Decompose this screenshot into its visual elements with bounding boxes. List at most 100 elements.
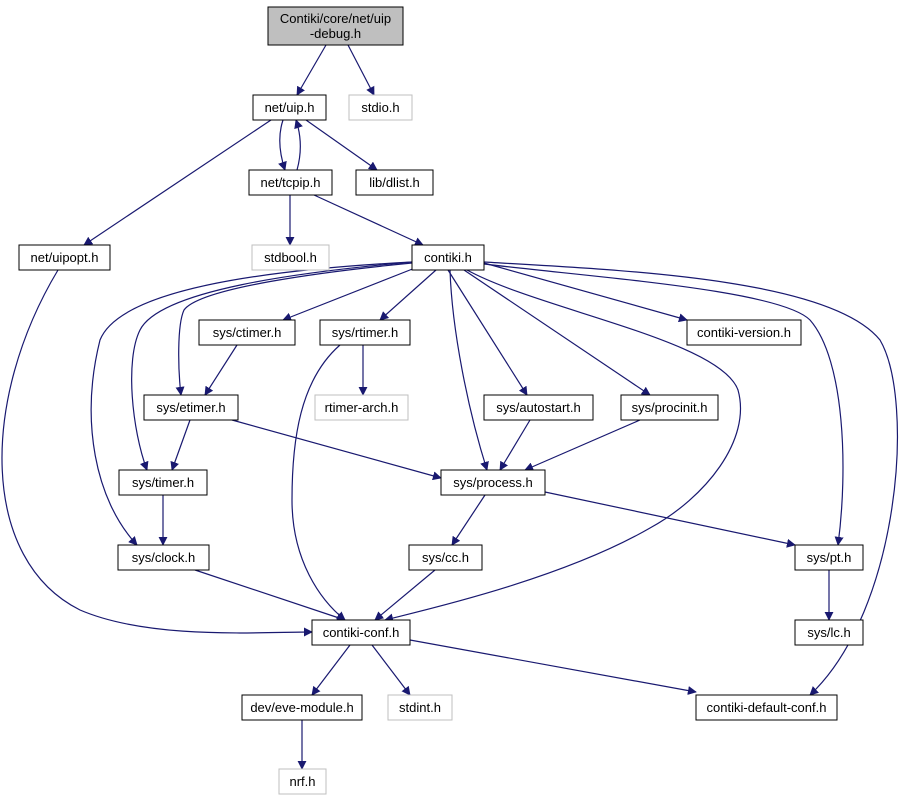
node-label: net/uipopt.h (31, 250, 99, 265)
edge-contiki-to-clock (90, 261, 413, 546)
node-label: contiki-version.h (697, 325, 791, 340)
node-label: sys/pt.h (807, 550, 852, 565)
node-label: net/uip.h (265, 100, 315, 115)
node-uipopt[interactable]: net/uipopt.h (18, 244, 111, 271)
node-box (686, 319, 802, 346)
node-box (278, 768, 327, 795)
node-label: dev/eve-module.h (250, 700, 353, 715)
node-box (314, 394, 409, 421)
edge-contiki-to-timer (131, 261, 413, 471)
edge-uip_debug-to-stdio (347, 44, 375, 96)
node-box (117, 544, 210, 571)
node-box (198, 319, 296, 346)
node-label: sys/rtimer.h (332, 325, 398, 340)
node-label: sys/lc.h (807, 625, 850, 640)
node-label: sys/timer.h (132, 475, 194, 490)
node-box (311, 619, 411, 646)
edge-contiki-to-rtimer (379, 269, 437, 321)
node-version[interactable]: contiki-version.h (686, 319, 802, 346)
node-pt[interactable]: sys/pt.h (794, 544, 864, 571)
node-label: sys/etimer.h (156, 400, 225, 415)
node-box (794, 544, 864, 571)
edge-rtimer-to-conf (291, 344, 346, 621)
node-box (483, 394, 594, 421)
edge-contiki-to-conf (384, 269, 742, 623)
dependency-nodes: Contiki/core/net/uip-debug.h net/uip.h std… (18, 6, 864, 795)
node-box (319, 319, 411, 346)
node-clock[interactable]: sys/clock.h (117, 544, 210, 571)
node-label: stdint.h (399, 700, 441, 715)
edge-uip_debug-to-uip (296, 44, 327, 96)
node-label: contiki.h (424, 250, 472, 265)
node-cc[interactable]: sys/cc.h (408, 544, 483, 571)
node-eve[interactable]: dev/eve-module.h (241, 694, 363, 721)
edge-contiki-to-etimer (175, 262, 413, 396)
node-uip[interactable]: net/uip.h (252, 94, 327, 121)
node-dlist[interactable]: lib/dlist.h (355, 169, 434, 196)
node-label: nrf.h (289, 774, 315, 789)
edge-cc-to-conf (374, 569, 436, 621)
node-box (248, 169, 333, 196)
edge-autostart-to-process (499, 419, 531, 471)
edge-conf-to-stdint (371, 644, 411, 696)
node-process[interactable]: sys/process.h (440, 469, 546, 496)
node-box (387, 694, 453, 721)
edge-conf-to-eve (311, 644, 351, 696)
node-rtimer-arch[interactable]: rtimer-arch.h (314, 394, 409, 421)
node-contiki[interactable]: contiki.h (411, 244, 485, 271)
edge-contiki-to-ctimer (282, 267, 416, 322)
node-tcpip[interactable]: net/tcpip.h (248, 169, 333, 196)
node-box (620, 394, 719, 421)
node-box (241, 694, 363, 721)
node-stdbool[interactable]: stdbool.h (251, 244, 330, 271)
edge-tcpip-to-contiki (313, 194, 424, 246)
node-box (440, 469, 546, 496)
edge-clock-to-conf (194, 569, 346, 622)
node-box (118, 469, 208, 496)
node-timer[interactable]: sys/timer.h (118, 469, 208, 496)
node-box (252, 94, 327, 121)
node-uip-debug[interactable]: Contiki/core/net/uip-debug.h (267, 6, 404, 46)
edge-ctimer-to-etimer (204, 344, 238, 396)
edge-contiki-to-default_conf (483, 261, 899, 696)
node-box (18, 244, 111, 271)
node-label: -debug.h (310, 26, 361, 41)
node-autostart[interactable]: sys/autostart.h (483, 394, 594, 421)
node-rtimer[interactable]: sys/rtimer.h (319, 319, 411, 346)
node-label: Contiki/core/net/uip (280, 11, 391, 26)
edge-uipopt-to-conf (1, 269, 313, 637)
edge-process-to-pt (544, 491, 796, 548)
edge-contiki-to-autostart (447, 269, 528, 396)
node-procinit[interactable]: sys/procinit.h (620, 394, 719, 421)
node-label: sys/clock.h (132, 550, 196, 565)
node-ctimer[interactable]: sys/ctimer.h (198, 319, 296, 346)
node-label: sys/procinit.h (632, 400, 708, 415)
dependency-edges (1, 44, 899, 770)
node-label: sys/process.h (453, 475, 532, 490)
node-nrf[interactable]: nrf.h (278, 768, 327, 795)
node-box (348, 94, 413, 121)
node-label: contiki-default-conf.h (707, 700, 827, 715)
node-lc[interactable]: sys/lc.h (794, 619, 864, 646)
node-stdio[interactable]: stdio.h (348, 94, 413, 121)
node-etimer[interactable]: sys/etimer.h (143, 394, 239, 421)
node-stdint[interactable]: stdint.h (387, 694, 453, 721)
node-label: rtimer-arch.h (325, 400, 399, 415)
node-label: stdbool.h (264, 250, 317, 265)
node-conf[interactable]: contiki-conf.h (311, 619, 411, 646)
node-label: contiki-conf.h (323, 625, 400, 640)
edge-uip-to-dlist (305, 119, 378, 171)
node-box (411, 244, 485, 271)
edge-etimer-to-timer (170, 419, 191, 471)
edge-contiki-to-version (483, 262, 688, 323)
node-box (251, 244, 330, 271)
node-default-conf[interactable]: contiki-default-conf.h (695, 694, 838, 721)
node-label: sys/ctimer.h (213, 325, 282, 340)
node-box (143, 394, 239, 421)
edge-etimer-to-process (231, 419, 442, 481)
edge-tcpip-to-uip (294, 119, 303, 171)
node-label: lib/dlist.h (369, 175, 420, 190)
edge-contiki-to-procinit (463, 269, 651, 396)
node-label: sys/autostart.h (496, 400, 581, 415)
